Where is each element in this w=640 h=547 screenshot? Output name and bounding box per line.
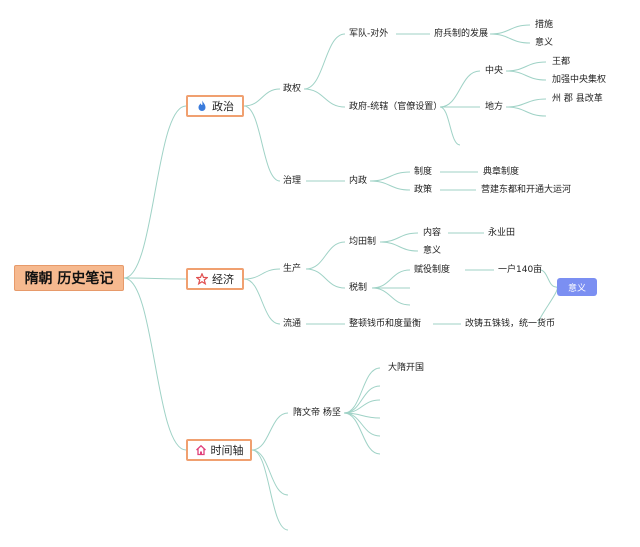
node-centralization[interactable]: 加强中央集权 xyxy=(552,75,607,85)
connector-timeline-extra2 xyxy=(251,449,289,531)
node-yongye[interactable]: 永业田 xyxy=(488,228,516,238)
node-fubing-meaning[interactable]: 意义 xyxy=(535,38,554,48)
connector-fubing-meaning xyxy=(489,33,531,44)
node-government[interactable]: 政府-统辖（官僚设置） xyxy=(349,102,443,112)
node-juntian[interactable]: 均田制 xyxy=(349,237,377,247)
branch-politics[interactable]: 政治 xyxy=(186,95,244,117)
node-statutes[interactable]: 典章制度 xyxy=(483,167,520,177)
connector-tax-extra2 xyxy=(371,287,411,306)
node-founding[interactable]: 大隋开国 xyxy=(388,363,425,373)
node-production[interactable]: 生产 xyxy=(283,264,302,274)
connector-tax-corvee xyxy=(371,269,411,289)
connector-root-politics xyxy=(123,105,187,279)
connector-regime-government xyxy=(303,88,346,108)
connector-local-reform xyxy=(505,98,547,108)
connector-timeline-emperor xyxy=(251,412,289,451)
summary-tag[interactable]: 意义 xyxy=(557,278,597,296)
connector-root-economy xyxy=(123,277,187,280)
connector-emperor-child-4 xyxy=(343,412,381,455)
connector-root-timeline xyxy=(123,277,187,451)
node-internal[interactable]: 内政 xyxy=(349,176,368,186)
node-regime[interactable]: 政权 xyxy=(283,84,302,94)
connector-central-centralization xyxy=(505,70,547,81)
connector-internal-system xyxy=(369,171,411,182)
node-emperor[interactable]: 隋文帝 杨坚 xyxy=(293,408,341,418)
connector-local-extra xyxy=(505,106,547,117)
node-fubing[interactable]: 府兵制的发展 xyxy=(434,29,489,39)
connector-economy-circulation xyxy=(243,278,281,325)
node-content[interactable]: 内容 xyxy=(423,228,442,238)
node-system[interactable]: 制度 xyxy=(414,167,433,177)
connector-government-extra xyxy=(439,106,461,146)
node-central[interactable]: 中央 xyxy=(485,66,504,76)
connector-government-central xyxy=(439,70,481,108)
star-icon xyxy=(196,273,208,285)
node-corvee[interactable]: 赋役制度 xyxy=(414,265,451,275)
branch-timeline[interactable]: 时间轴 xyxy=(186,439,252,461)
node-circulation[interactable]: 流通 xyxy=(283,319,302,329)
node-tax[interactable]: 税制 xyxy=(349,283,368,293)
node-governance[interactable]: 治理 xyxy=(283,176,302,186)
node-capital[interactable]: 王都 xyxy=(552,57,571,67)
connector-emperor-child-0 xyxy=(343,385,381,414)
connector-production-juntian xyxy=(305,241,346,270)
connector-emperor-founding xyxy=(343,367,381,414)
connector-juntian-content xyxy=(379,232,419,243)
connector-production-tax xyxy=(305,268,346,289)
connector-economy-production xyxy=(243,268,281,280)
node-140mu[interactable]: 一户140亩 xyxy=(498,265,543,275)
connector-internal-policy xyxy=(369,180,411,191)
home-icon xyxy=(195,444,206,456)
branch-timeline-label: 时间轴 xyxy=(210,444,244,457)
node-currency[interactable]: 整顿钱币和度量衡 xyxy=(349,319,422,329)
connector-fubing-measures xyxy=(489,24,531,35)
node-local[interactable]: 地方 xyxy=(485,102,504,112)
connector-juntian-meaning xyxy=(379,241,419,252)
connector-central-capital xyxy=(505,61,547,72)
connector-regime-military xyxy=(303,33,346,90)
root-topic[interactable]: 隋朝 历史笔记 xyxy=(14,265,124,291)
node-county-reform[interactable]: 州 郡 县改革 xyxy=(552,94,603,104)
branch-politics-label: 政治 xyxy=(212,100,234,113)
branch-economy[interactable]: 经济 xyxy=(186,268,244,290)
node-policy[interactable]: 政策 xyxy=(414,185,433,195)
node-wuzhu[interactable]: 改铸五铢钱，统一货币 xyxy=(465,319,556,329)
node-military[interactable]: 军队-对外 xyxy=(349,29,389,39)
node-canal[interactable]: 营建东都和开通大运河 xyxy=(481,185,572,195)
branch-economy-label: 经济 xyxy=(212,273,234,286)
node-measures[interactable]: 措施 xyxy=(535,20,554,30)
connector-politics-regime xyxy=(243,88,281,107)
node-juntian-meaning[interactable]: 意义 xyxy=(423,246,442,256)
connector-bracket-top xyxy=(539,269,557,288)
connector-politics-governance xyxy=(243,105,281,182)
fire-icon xyxy=(198,100,206,111)
